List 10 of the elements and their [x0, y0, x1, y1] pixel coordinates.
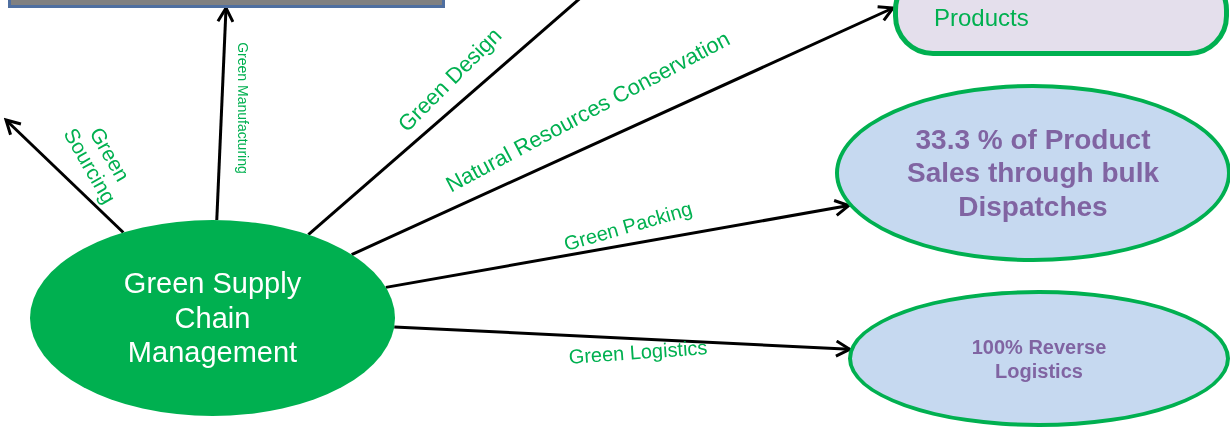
arrow — [351, 5, 895, 256]
edge-label: Green Packing — [561, 197, 695, 255]
node-label: 100% Reverse Logistics — [970, 334, 1108, 383]
edge-label: Green Logistics — [567, 336, 709, 368]
node-label: Green Supply Chain Management — [122, 265, 303, 371]
arrow — [4, 118, 125, 234]
edge-label: Green Manufacturing — [234, 42, 250, 174]
arrow — [215, 6, 235, 221]
node-label: 33.3 % of Product Sales through bulk Dispatches — [906, 122, 1160, 224]
node-label: Products — [934, 4, 1029, 33]
